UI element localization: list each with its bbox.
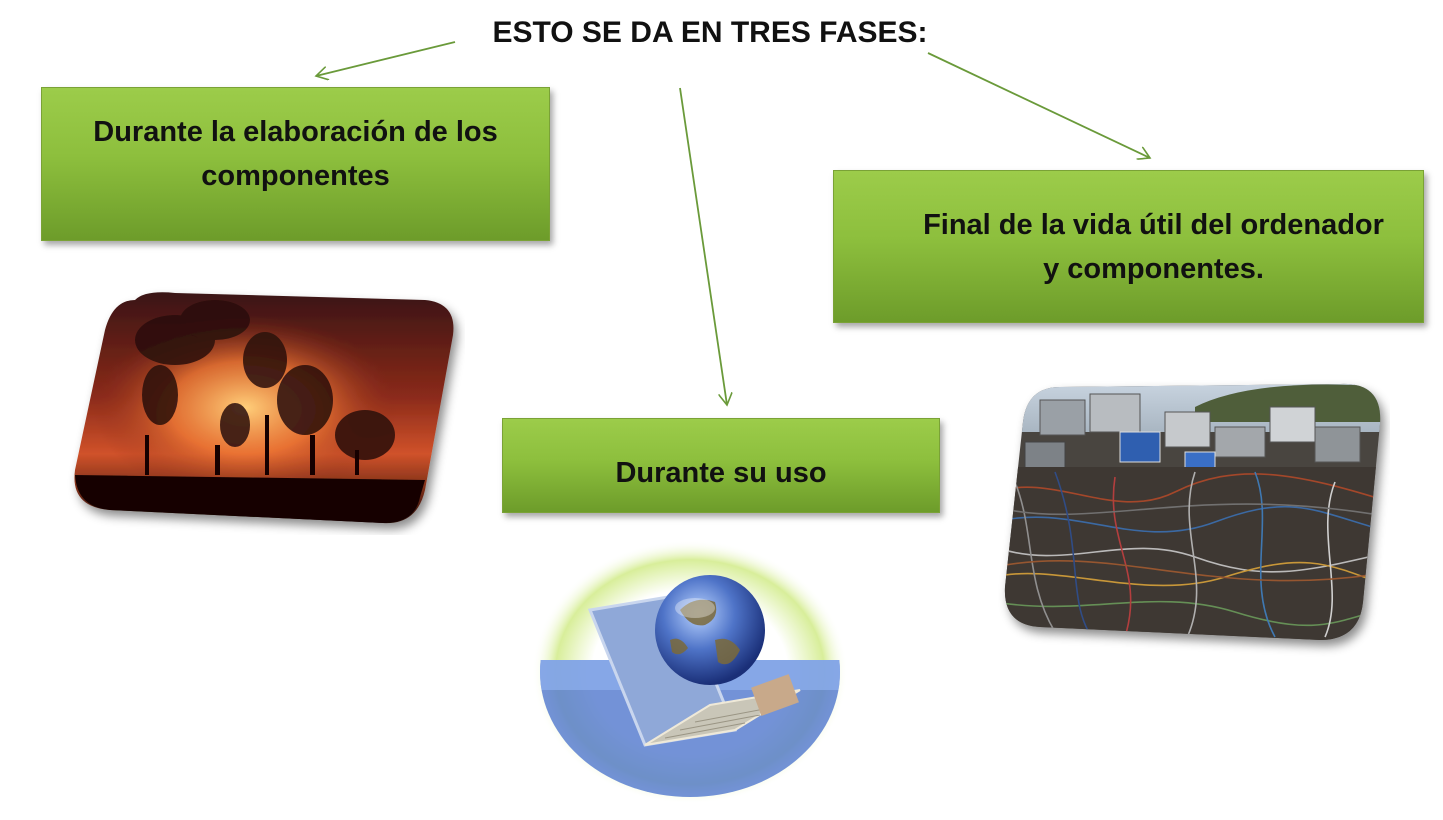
phase-1-label-line2: componentes [201, 160, 390, 192]
phase-2-label: Durante su uso [615, 457, 827, 489]
laptop-globe-image [532, 540, 848, 804]
arrow-to-phase-1 [316, 41, 456, 76]
ewaste-pile-image [1004, 383, 1381, 641]
factory-pollution-image [74, 292, 454, 524]
phase-1-label-line1: Durante la elaboración de los [93, 116, 498, 148]
phase-1-box: Durante la elaboración de los componente… [41, 87, 550, 241]
arrow-to-phase-2 [679, 87, 727, 405]
phase-3-label-line1: Final de la vida útil del ordenador [923, 209, 1384, 241]
diagram-title: ESTO SE DA EN TRES FASES: [492, 16, 928, 49]
arrow-to-phase-3 [927, 52, 1150, 158]
phase-3-box: Final de la vida útil del ordenador y co… [833, 170, 1424, 323]
phase-3-label-line2: y componentes. [1043, 253, 1264, 285]
phase-2-box: Durante su uso [502, 418, 940, 513]
